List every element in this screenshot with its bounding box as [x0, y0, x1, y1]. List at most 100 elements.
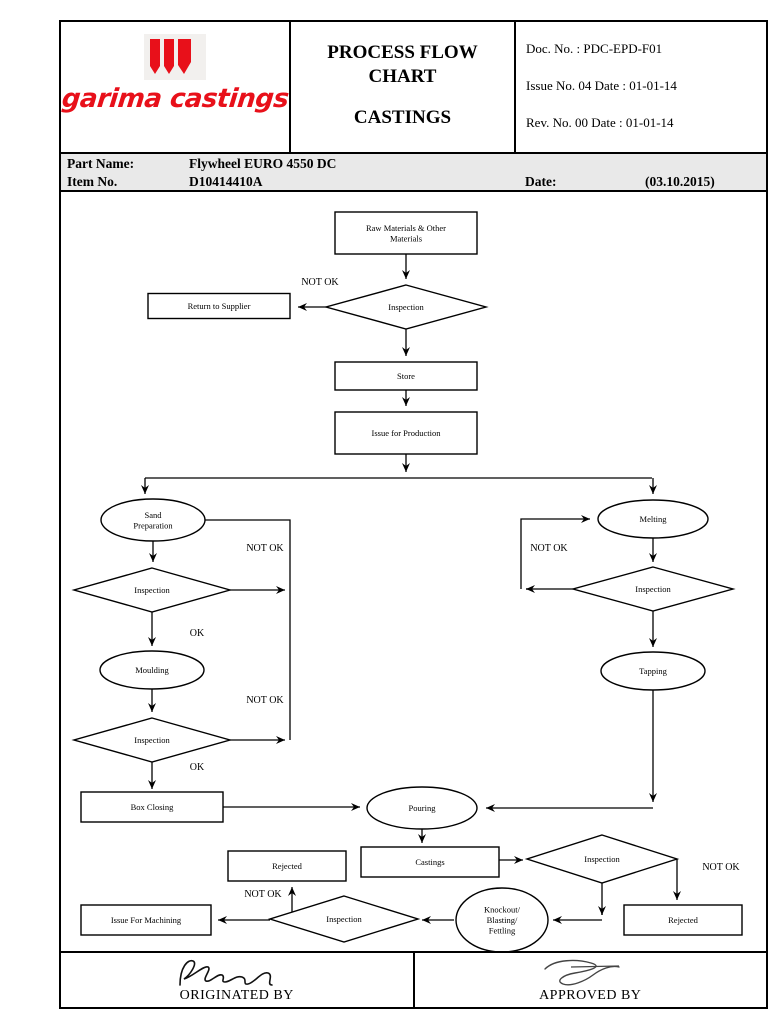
date-label: Date:	[525, 174, 557, 189]
flow-node-insp2[interactable]: Inspection	[71, 567, 233, 613]
edge-label-3: NOT OK	[246, 695, 284, 706]
node-shape-rect	[147, 292, 291, 320]
node-label: Melting	[640, 514, 668, 524]
node-shape-rect	[334, 211, 478, 255]
title-line-2: CHART	[368, 65, 437, 87]
date-value: (03.10.2015)	[645, 174, 715, 189]
edge-label-0: NOT OK	[301, 277, 339, 288]
node-shape-diamond	[71, 717, 233, 763]
node-label: Rejected	[668, 915, 698, 925]
flow-node-box_close[interactable]: Box Closing	[80, 791, 224, 823]
node-label: Return to Supplier	[188, 301, 251, 311]
part-name-label: Part Name:	[67, 156, 135, 171]
edge-label-5: NOT OK	[530, 543, 568, 554]
flow-node-machining[interactable]: Issue For Machining	[80, 904, 212, 936]
company-logo-cell: garima castings	[60, 22, 291, 152]
edge-label-7: NOT OK	[244, 889, 282, 900]
node-shape-diamond	[267, 895, 421, 943]
doc-no: Doc. No. : PDC-EPD-F01	[526, 40, 663, 56]
node-label: Issue For Machining	[111, 915, 182, 925]
flow-node-issue_prod[interactable]: Issue for Production	[334, 411, 478, 455]
approved-signature-mark	[544, 959, 620, 986]
node-label: Issue for Production	[372, 428, 442, 438]
approved-by-cell: APPROVED BY	[415, 953, 767, 1007]
node-shape-rect	[80, 904, 212, 936]
node-label: Pouring	[409, 803, 437, 813]
flow-node-insp4[interactable]: Inspection	[570, 566, 736, 612]
flow-node-insp1[interactable]: Inspection	[323, 284, 489, 330]
part-info-band: Part Name: Flywheel EURO 4550 DC Item No…	[61, 154, 766, 192]
flow-node-insp6[interactable]: Inspection	[267, 895, 421, 943]
node-shape-rect	[334, 361, 478, 391]
edge-label-1: NOT OK	[246, 543, 284, 554]
flow-node-insp3[interactable]: Inspection	[71, 717, 233, 763]
rev-no: Rev. No. 00 Date : 01-01-14	[526, 115, 674, 131]
node-shape-ellipse	[455, 887, 549, 951]
flow-node-knockout[interactable]: Knockout/Blasting/Fettling	[455, 887, 549, 951]
edge-label-2: OK	[190, 628, 205, 639]
flow-node-castings[interactable]: Castings	[360, 846, 500, 878]
originated-signature-mark	[178, 959, 273, 986]
node-shape-ellipse	[597, 499, 709, 539]
flow-node-tapping[interactable]: Tapping	[600, 651, 706, 691]
node-label: Box Closing	[131, 802, 174, 812]
node-shape-rect	[227, 850, 347, 882]
flow-node-moulding[interactable]: Moulding	[99, 650, 205, 690]
node-label: Store	[397, 371, 415, 381]
flow-node-pouring[interactable]: Pouring	[366, 786, 478, 830]
node-shape-diamond	[570, 566, 736, 612]
garima-logo-mark	[144, 34, 206, 80]
title-line-1: PROCESS FLOW	[327, 42, 478, 64]
node-shape-ellipse	[100, 498, 206, 542]
flow-node-rejected1[interactable]: Rejected	[623, 904, 743, 936]
signature-footer: ORIGINATED BY APPROVED BY	[61, 953, 766, 1007]
node-shape-ellipse	[99, 650, 205, 690]
item-no-label: Item No.	[67, 174, 118, 189]
approved-by-label: APPROVED BY	[539, 988, 642, 1003]
node-label: Inspection	[326, 914, 362, 924]
process-flowchart: Raw Materials & OtherMaterialsInspection…	[71, 211, 743, 951]
originated-by-cell: ORIGINATED BY	[61, 953, 415, 1007]
node-label: Inspection	[134, 735, 170, 745]
node-shape-diamond	[323, 284, 489, 330]
node-shape-ellipse	[366, 786, 478, 830]
node-shape-rect	[623, 904, 743, 936]
node-shape-diamond	[524, 834, 680, 884]
node-shape-rect	[334, 411, 478, 455]
node-label: Tapping	[639, 666, 667, 676]
node-label: Inspection	[635, 584, 671, 594]
node-shape-rect	[80, 791, 224, 823]
flow-node-store[interactable]: Store	[334, 361, 478, 391]
document-header: garima castings PROCESS FLOW CHART CASTI…	[60, 22, 766, 154]
document-meta-cell: Doc. No. : PDC-EPD-F01 Issue No. 04 Date…	[516, 22, 766, 152]
flow-node-insp5[interactable]: Inspection	[524, 834, 680, 884]
node-shape-ellipse	[600, 651, 706, 691]
node-shape-rect	[360, 846, 500, 878]
flow-node-melting[interactable]: Melting	[597, 499, 709, 539]
node-label: Inspection	[584, 854, 620, 864]
flow-node-return[interactable]: Return to Supplier	[147, 292, 291, 320]
edge-label-6: NOT OK	[702, 862, 740, 873]
issue-no: Issue No. 04 Date : 01-01-14	[526, 77, 677, 93]
document-frame: garima castings PROCESS FLOW CHART CASTI…	[59, 20, 768, 1009]
flow-node-rejected2[interactable]: Rejected	[227, 850, 347, 882]
title-line-3: CASTINGS	[353, 106, 452, 128]
part-name-value: Flywheel EURO 4550 DC	[189, 156, 337, 171]
node-shape-diamond	[71, 567, 233, 613]
flow-connectors	[141, 254, 681, 924]
item-no-value: D10414410A	[189, 174, 263, 189]
node-label: Castings	[415, 857, 444, 867]
flow-edge-labels: NOT OK NOT OK OK NOT OK OK NOT OK NOT OK NOT OK	[190, 277, 741, 900]
node-label: Knockout/Blasting/Fettling	[484, 905, 521, 936]
edge-label-4: OK	[190, 762, 205, 773]
node-label: Inspection	[134, 585, 170, 595]
company-wordmark: garima castings	[60, 84, 290, 114]
originated-by-label: ORIGINATED BY	[179, 988, 294, 1003]
